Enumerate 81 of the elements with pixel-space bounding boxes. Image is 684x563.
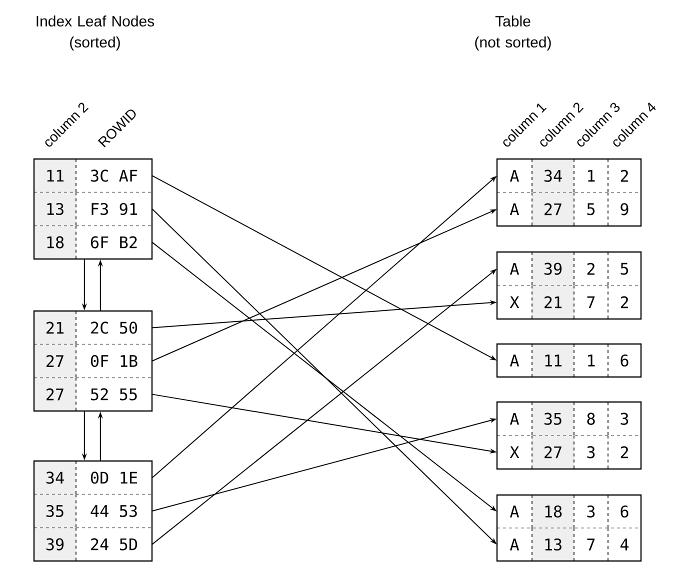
node-label: 35 <box>46 504 64 518</box>
node-label: A <box>510 412 520 425</box>
index-leaf-node <box>33 460 153 562</box>
index-entry: 35 44 53 <box>34 494 137 528</box>
node-label: 34 <box>544 170 562 182</box>
node-label: 11 <box>47 170 64 182</box>
node-label: 1 <box>588 354 595 366</box>
node-label: 2 <box>620 296 628 308</box>
index-entry: 39 24 5D <box>34 527 138 562</box>
node-label: A <box>510 203 520 216</box>
node-label: 18 <box>545 505 562 518</box>
table-row: A 18 3 6 <box>510 494 628 528</box>
node-label: A <box>510 538 520 550</box>
table-row: X 21 7 2 <box>510 285 628 320</box>
node-label: 7 <box>587 538 595 550</box>
node-label: 2 <box>587 262 594 275</box>
node-label: 7 <box>587 296 595 308</box>
index-entry: 21 2C 50 <box>34 310 138 345</box>
heading: Table (not sorted) <box>475 16 551 50</box>
node-label: 0F 1B <box>90 354 138 368</box>
node-label: 6F B2 <box>90 236 137 248</box>
table-block <box>496 494 642 562</box>
heading: Index Leaf Nodes (sorted) <box>36 16 154 50</box>
node-label: 35 <box>544 412 562 425</box>
index-entry: 27 52 55 <box>34 377 137 412</box>
node-label: 27 <box>46 388 64 400</box>
node-label: 18 <box>47 236 64 248</box>
index-leaf-node <box>33 158 153 260</box>
node-label: 3 <box>620 412 628 425</box>
node-label: 2C 50 <box>91 322 138 334</box>
node-label: 3 <box>587 446 595 458</box>
node-label: X <box>510 446 520 458</box>
node-label: 1 <box>588 170 595 182</box>
node-label: 24 5D <box>91 538 138 550</box>
node-label: 13 <box>47 202 64 216</box>
node-label: 0D 1E <box>90 472 138 484</box>
node-label: 21 <box>544 296 562 308</box>
node-label: 2 <box>620 446 628 458</box>
index-entry: 27 0F 1B <box>34 344 138 378</box>
index-leaf-node <box>33 310 153 412</box>
table-block <box>496 343 642 378</box>
node-label: 8 <box>587 412 595 425</box>
node-label: 2 <box>620 170 628 182</box>
table-block <box>496 401 642 470</box>
node-label: A <box>510 354 520 366</box>
node-label: 27 <box>544 446 562 458</box>
node-label: A <box>510 170 520 182</box>
table-row: A 35 8 3 <box>510 402 628 436</box>
node-label: 6 <box>620 505 628 518</box>
node-label: 13 <box>545 538 562 551</box>
node-label: 5 <box>587 203 595 216</box>
node-label: 27 <box>544 203 562 216</box>
table-row: X 27 3 2 <box>510 435 628 470</box>
node-label: 4 <box>620 538 629 550</box>
index-entry: 11 3C AF <box>34 158 138 193</box>
table-row: A 13 7 4 <box>510 528 629 562</box>
node-label: A <box>510 262 520 275</box>
table-row: A 34 1 2 <box>510 158 628 193</box>
node-label: 3 <box>587 505 595 518</box>
index-entry: 34 0D 1E <box>34 460 138 495</box>
node-label: 39 <box>544 262 562 275</box>
node-label: 21 <box>46 322 64 334</box>
node-label: X <box>510 296 520 308</box>
node-label: F3 91 <box>92 202 137 216</box>
table-block <box>496 158 642 227</box>
index-entry: 13 F3 91 <box>34 192 137 226</box>
node-label: 5 <box>620 262 628 275</box>
node-label: 34 <box>46 472 64 484</box>
table-row: A 27 5 9 <box>510 192 628 226</box>
node-label: 3C AF <box>90 170 138 182</box>
node-label: 6 <box>620 354 628 367</box>
node-label: 27 <box>46 355 64 367</box>
table-block <box>496 251 642 320</box>
node-label: A <box>510 506 520 518</box>
node-label: 39 <box>46 538 64 550</box>
table-row: A 39 2 5 <box>510 252 628 286</box>
node-label: 44 53 <box>90 504 137 518</box>
index-entry: 18 6F B2 <box>34 225 137 260</box>
node-label: 9 <box>620 203 628 216</box>
node-label: 52 55 <box>91 388 137 400</box>
table-row: A 11 1 6 <box>510 344 628 378</box>
